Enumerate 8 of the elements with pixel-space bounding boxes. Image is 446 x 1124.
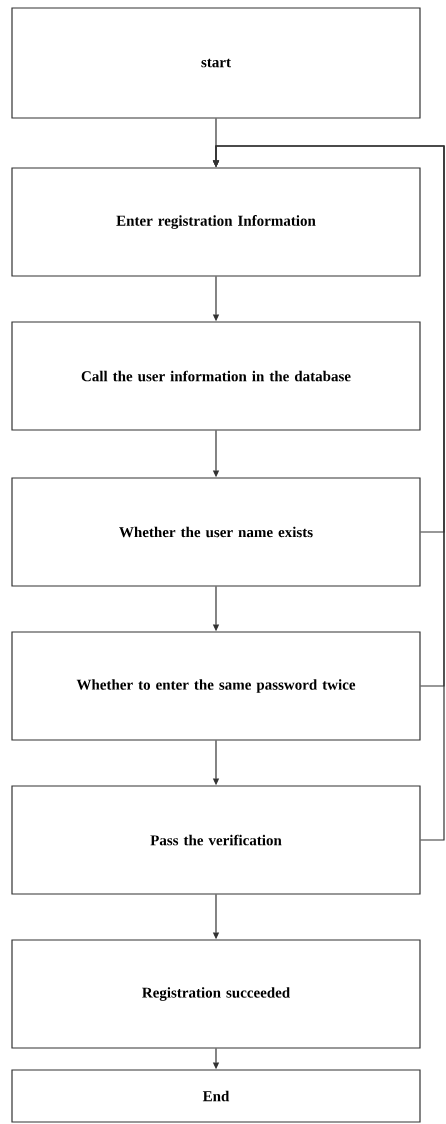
process-box: Whether the user name exists	[11, 477, 421, 587]
process-box: Enter registration Information	[11, 167, 421, 277]
process-box: Registration succeeded	[11, 939, 421, 1049]
process-box: start	[11, 7, 421, 119]
process-box: End	[11, 1069, 421, 1123]
process-box: Whether to enter the same password twice	[11, 631, 421, 741]
process-box: Pass the verification	[11, 785, 421, 895]
process-box: Call the user information in the database	[11, 321, 421, 431]
